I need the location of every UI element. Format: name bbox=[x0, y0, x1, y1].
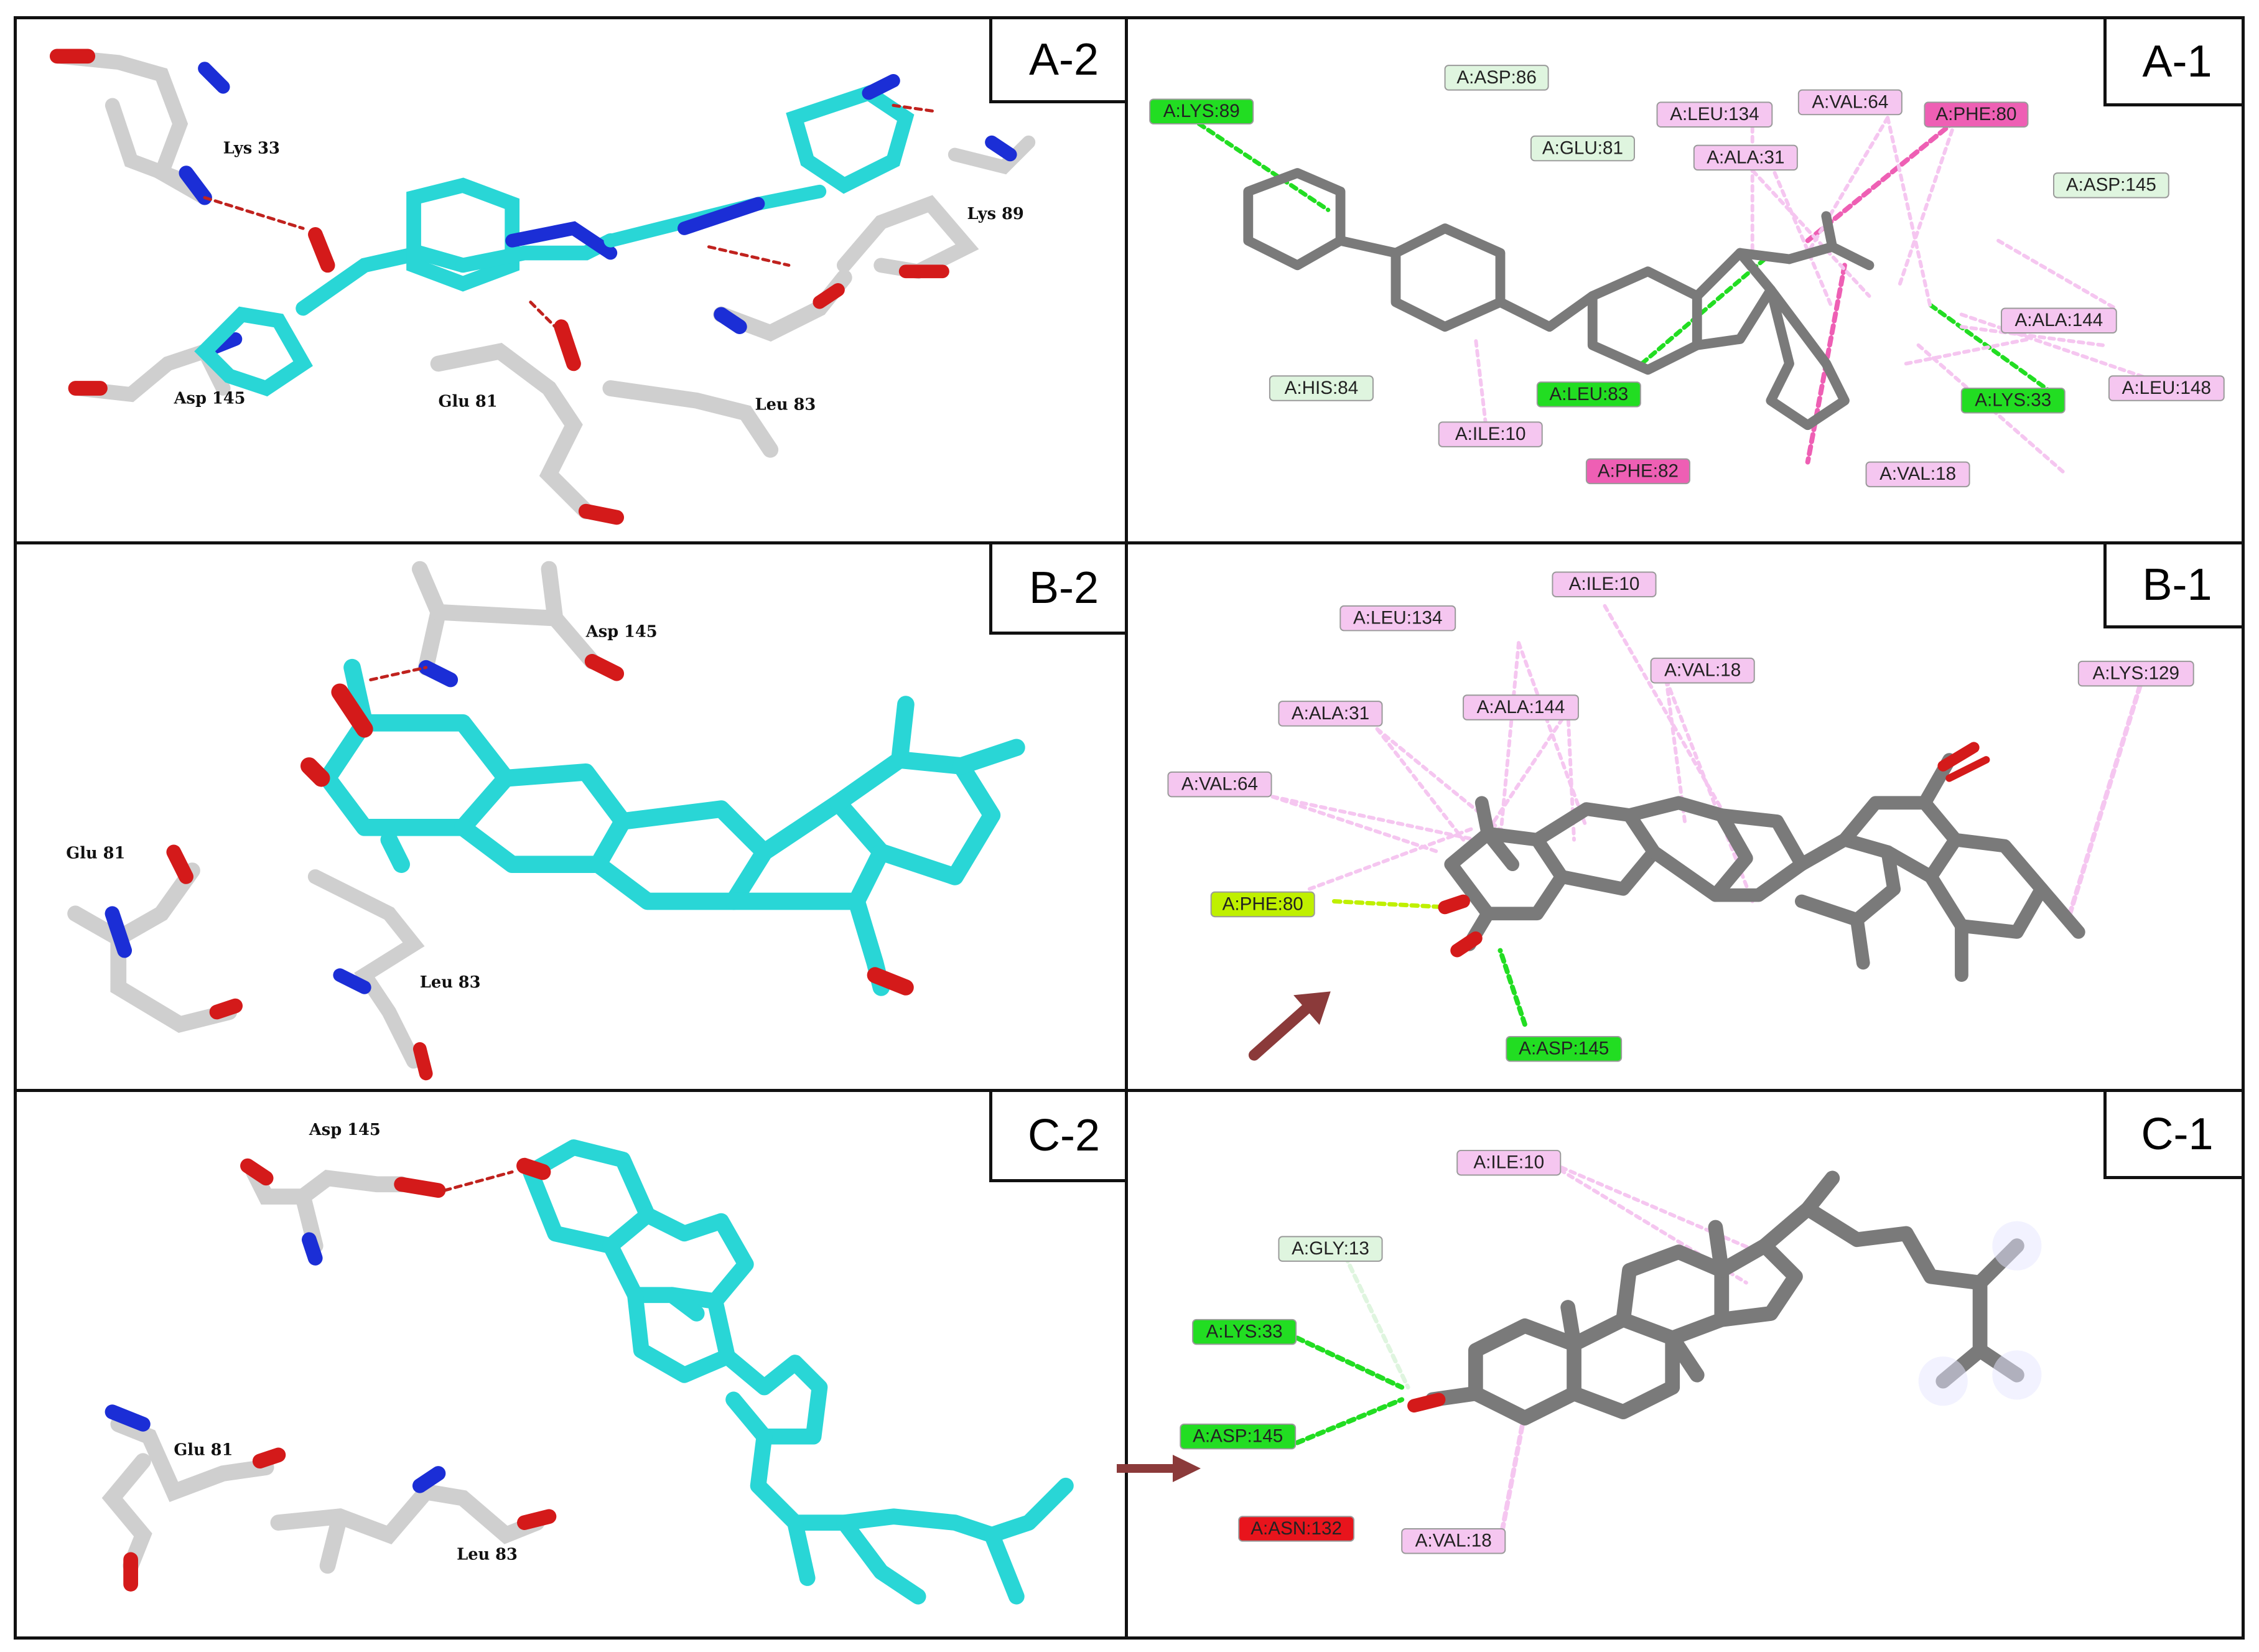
panel-a2-label: A-2 bbox=[989, 19, 1129, 103]
panel-c2: C-2 Asp 145 Glu 81 Leu 83 bbox=[14, 1089, 1132, 1640]
panel-a2: A-2 Lys 33 Asp 145 Glu 81 Leu 83 Lys 89 bbox=[14, 16, 1132, 548]
panel-b2-label: B-2 bbox=[989, 544, 1129, 635]
a1-2d-interaction-diagram bbox=[1178, 109, 2179, 477]
panel-b1-label: B-1 bbox=[2103, 544, 2242, 628]
c-panel-arrow-icon bbox=[1117, 1455, 1201, 1482]
panel-c2-label: C-2 bbox=[989, 1092, 1129, 1182]
b1-2d-interaction-diagram bbox=[1248, 604, 2143, 1061]
b2-3d-structure bbox=[67, 561, 1025, 1081]
panel-a1-label: A-1 bbox=[2103, 19, 2242, 106]
c2-3d-structure bbox=[101, 1139, 1074, 1605]
c1-2d-interaction-diagram bbox=[1295, 1157, 2042, 1544]
panel-c1-label: C-1 bbox=[2103, 1092, 2242, 1179]
a2-3d-structure bbox=[49, 49, 1036, 525]
panel-b2: B-2 Asp 145 Glu 81 Leu 83 bbox=[14, 541, 1132, 1095]
